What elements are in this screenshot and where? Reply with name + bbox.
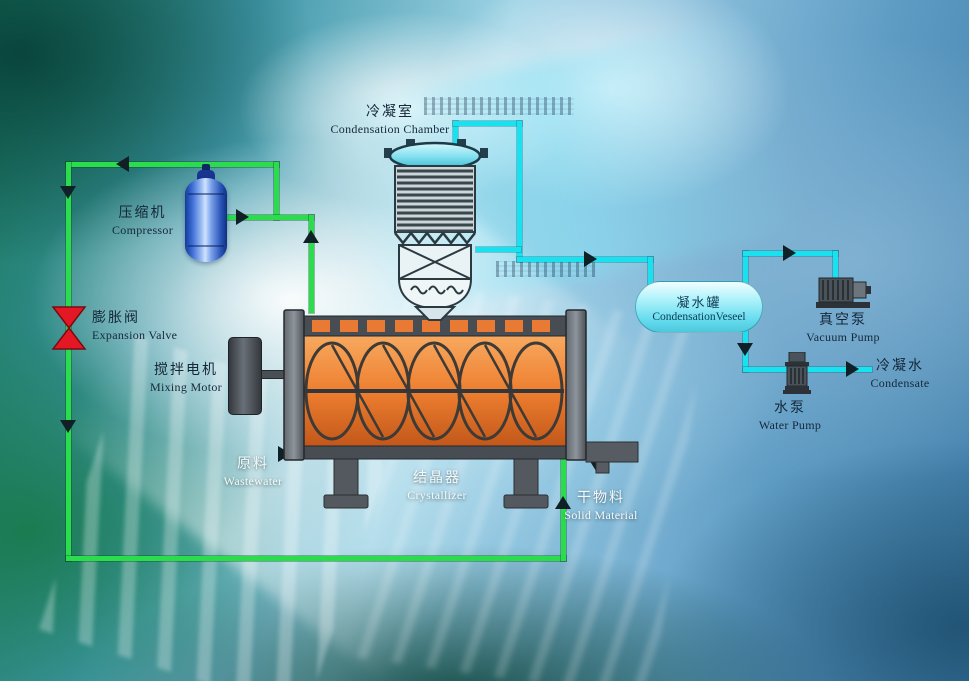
label-vacuum-pump: 真空泵 Vacuum Pump <box>793 312 893 346</box>
chamber-lid <box>384 139 488 171</box>
pipe-vessel-top-stub <box>743 251 748 285</box>
crystallizer-auger <box>304 341 564 441</box>
label-condensation-chamber-en: Condensation Chamber <box>330 122 450 137</box>
flow-arrow-top-left-icon <box>116 156 129 172</box>
label-compressor-en: Compressor <box>112 223 173 238</box>
label-mixing-motor-en: Mixing Motor <box>150 380 222 395</box>
label-compressor: 压缩机 Compressor <box>95 205 190 239</box>
label-water-pump-en: Water Pump <box>758 418 822 433</box>
label-condensate-zh: 冷凝水 <box>876 359 924 374</box>
label-water-pump-zh: 水泵 <box>774 401 806 416</box>
flow-arrow-condensate-icon <box>846 361 859 377</box>
pipe-refrigerant-top-horizontal <box>66 162 279 167</box>
chamber-funnel <box>413 306 457 321</box>
chamber-cross-section <box>398 244 472 280</box>
flow-arrow-evaporator-up-icon <box>303 230 319 243</box>
flow-arrow-return-up-icon <box>555 496 571 509</box>
condensation-vessel: 凝水罐 CondensationVeseel <box>635 281 763 333</box>
expansion-valve-triangles <box>51 306 87 350</box>
label-vacuum-pump-en: Vacuum Pump <box>806 330 880 345</box>
label-condensate: 冷凝水 Condensate <box>852 358 948 392</box>
pipe-refrigerant-left-vertical <box>66 162 71 561</box>
compressor-top-nub <box>202 164 210 171</box>
chamber-bowl <box>397 278 473 310</box>
label-condensate-en: Condensate <box>870 376 930 391</box>
crystallizer-legs <box>323 458 549 509</box>
flow-arrow-vacuum-right-icon <box>783 245 796 261</box>
crystallizer-frame <box>283 309 587 461</box>
vacuum-pump-body <box>816 277 871 308</box>
chamber-zigzag <box>394 230 476 246</box>
pipe-vapor-chamber-side <box>476 247 521 252</box>
label-wastewater: 原料 Wastewater <box>203 456 303 490</box>
vacuum-pump-unit <box>816 277 871 308</box>
label-condensation-chamber-zh: 冷凝室 <box>366 105 414 120</box>
compressor-body <box>185 178 227 262</box>
crystallizer-outlet-box <box>585 441 639 474</box>
pipe-condensate-out <box>805 367 872 372</box>
condensation-chamber-vessel <box>384 139 488 321</box>
condensation-vessel-label-en: CondensationVeseel <box>652 310 746 323</box>
label-expansion-valve: 膨胀阀 Expansion Valve <box>92 310 222 344</box>
pipe-vapor-down-vertical <box>517 121 522 262</box>
label-wastewater-en: Wastewater <box>223 474 283 489</box>
label-condensation-chamber: 冷凝室 Condensation Chamber <box>295 104 485 138</box>
label-mixing-motor: 搅拌电机 Mixing Motor <box>136 362 236 396</box>
label-crystallizer-zh: 结晶器 <box>413 471 461 486</box>
pipe-vacuum-pump-drop <box>833 251 838 278</box>
label-solid-material-en: Solid Material <box>564 508 638 523</box>
label-vacuum-pump-zh: 真空泵 <box>819 313 867 328</box>
label-water-pump: 水泵 Water Pump <box>740 400 840 434</box>
label-solid-material-zh: 干物料 <box>577 491 625 506</box>
mixing-motor-body <box>228 337 262 415</box>
water-pump-body <box>783 352 811 394</box>
crystallizer-top-rail-windows <box>312 320 550 332</box>
chamber-fin-stack <box>394 165 476 233</box>
pipe-refrigerant-bottom-horizontal <box>66 556 566 561</box>
pixel-artifact-mid <box>496 261 596 277</box>
pipe-vapor-top-horizontal <box>453 121 522 126</box>
label-mixing-motor-zh: 搅拌电机 <box>154 363 218 378</box>
label-crystallizer: 结晶器 Crystallizer <box>377 470 497 504</box>
flow-arrow-below-valve-icon <box>60 420 76 433</box>
flow-arrow-vessel-down-icon <box>737 343 753 356</box>
pixel-artifact-top <box>424 97 574 115</box>
flow-arrow-suction-right-icon <box>236 209 249 225</box>
pipe-refrigerant-to-crystallizer-top <box>309 215 314 313</box>
expansion-valve-symbol <box>51 306 87 350</box>
compressor-top-cap <box>197 170 215 180</box>
pipe-vapor-vessel-inlet <box>648 257 653 286</box>
pipe-to-water-pump <box>743 367 789 372</box>
condensation-vessel-label-zh: 凝水罐 <box>676 294 722 310</box>
pipe-refrigerant-right-vertical <box>274 162 279 220</box>
label-wastewater-zh: 原料 <box>237 457 269 472</box>
flow-arrow-left-down-icon <box>60 186 76 199</box>
pipe-vapor-chamber-up <box>453 121 458 151</box>
label-expansion-valve-zh: 膨胀阀 <box>92 311 140 326</box>
water-pump-unit <box>783 352 811 394</box>
compressor-seam-top <box>188 193 224 195</box>
label-solid-material: 干物料 Solid Material <box>541 490 661 524</box>
label-crystallizer-en: Crystallizer <box>407 488 467 503</box>
crystallizer-vessel <box>283 309 639 509</box>
flow-arrow-vapor-right-icon <box>584 251 597 267</box>
compressor-seam-bottom <box>188 245 224 247</box>
label-compressor-zh: 压缩机 <box>118 206 167 221</box>
pipe-refrigerant-suction-horizontal <box>227 215 314 220</box>
label-expansion-valve-en: Expansion Valve <box>92 328 178 343</box>
